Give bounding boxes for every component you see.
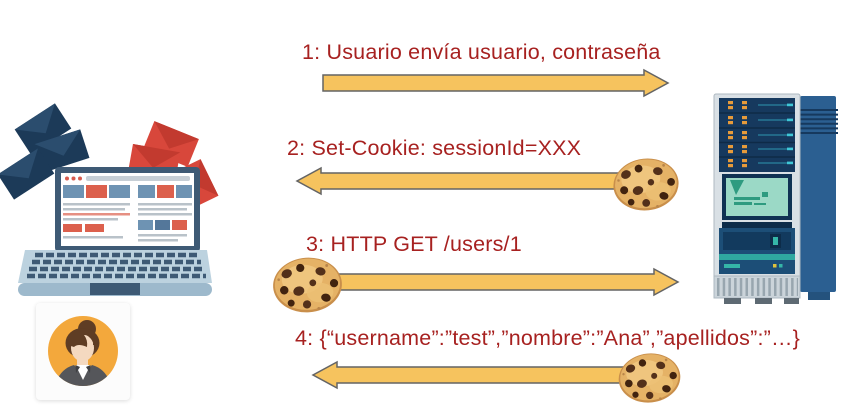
user-avatar-card	[36, 303, 130, 400]
cookie-icon	[616, 350, 683, 406]
arrow-left-icon	[311, 360, 656, 390]
cookie-icon	[610, 155, 682, 214]
laptop-icon	[18, 167, 212, 296]
message-1-label: 1: Usuario envía usuario, contraseña	[302, 40, 661, 64]
server-tower-icon	[713, 93, 838, 304]
client-laptop-illustration	[0, 103, 219, 296]
arrow-right-icon	[337, 267, 680, 297]
arrow-right-icon	[322, 68, 670, 98]
message-2-label: 2: Set-Cookie: sessionId=XXX	[287, 136, 582, 160]
message-4-label: 4: {“username”:”test”,”nombre”:”Ana”,”ap…	[295, 326, 801, 350]
arrow-left-icon	[295, 166, 653, 196]
woman-avatar-icon	[48, 316, 118, 386]
cookie-icon	[271, 255, 344, 315]
message-3-label: 3: HTTP GET /users/1	[306, 232, 522, 256]
